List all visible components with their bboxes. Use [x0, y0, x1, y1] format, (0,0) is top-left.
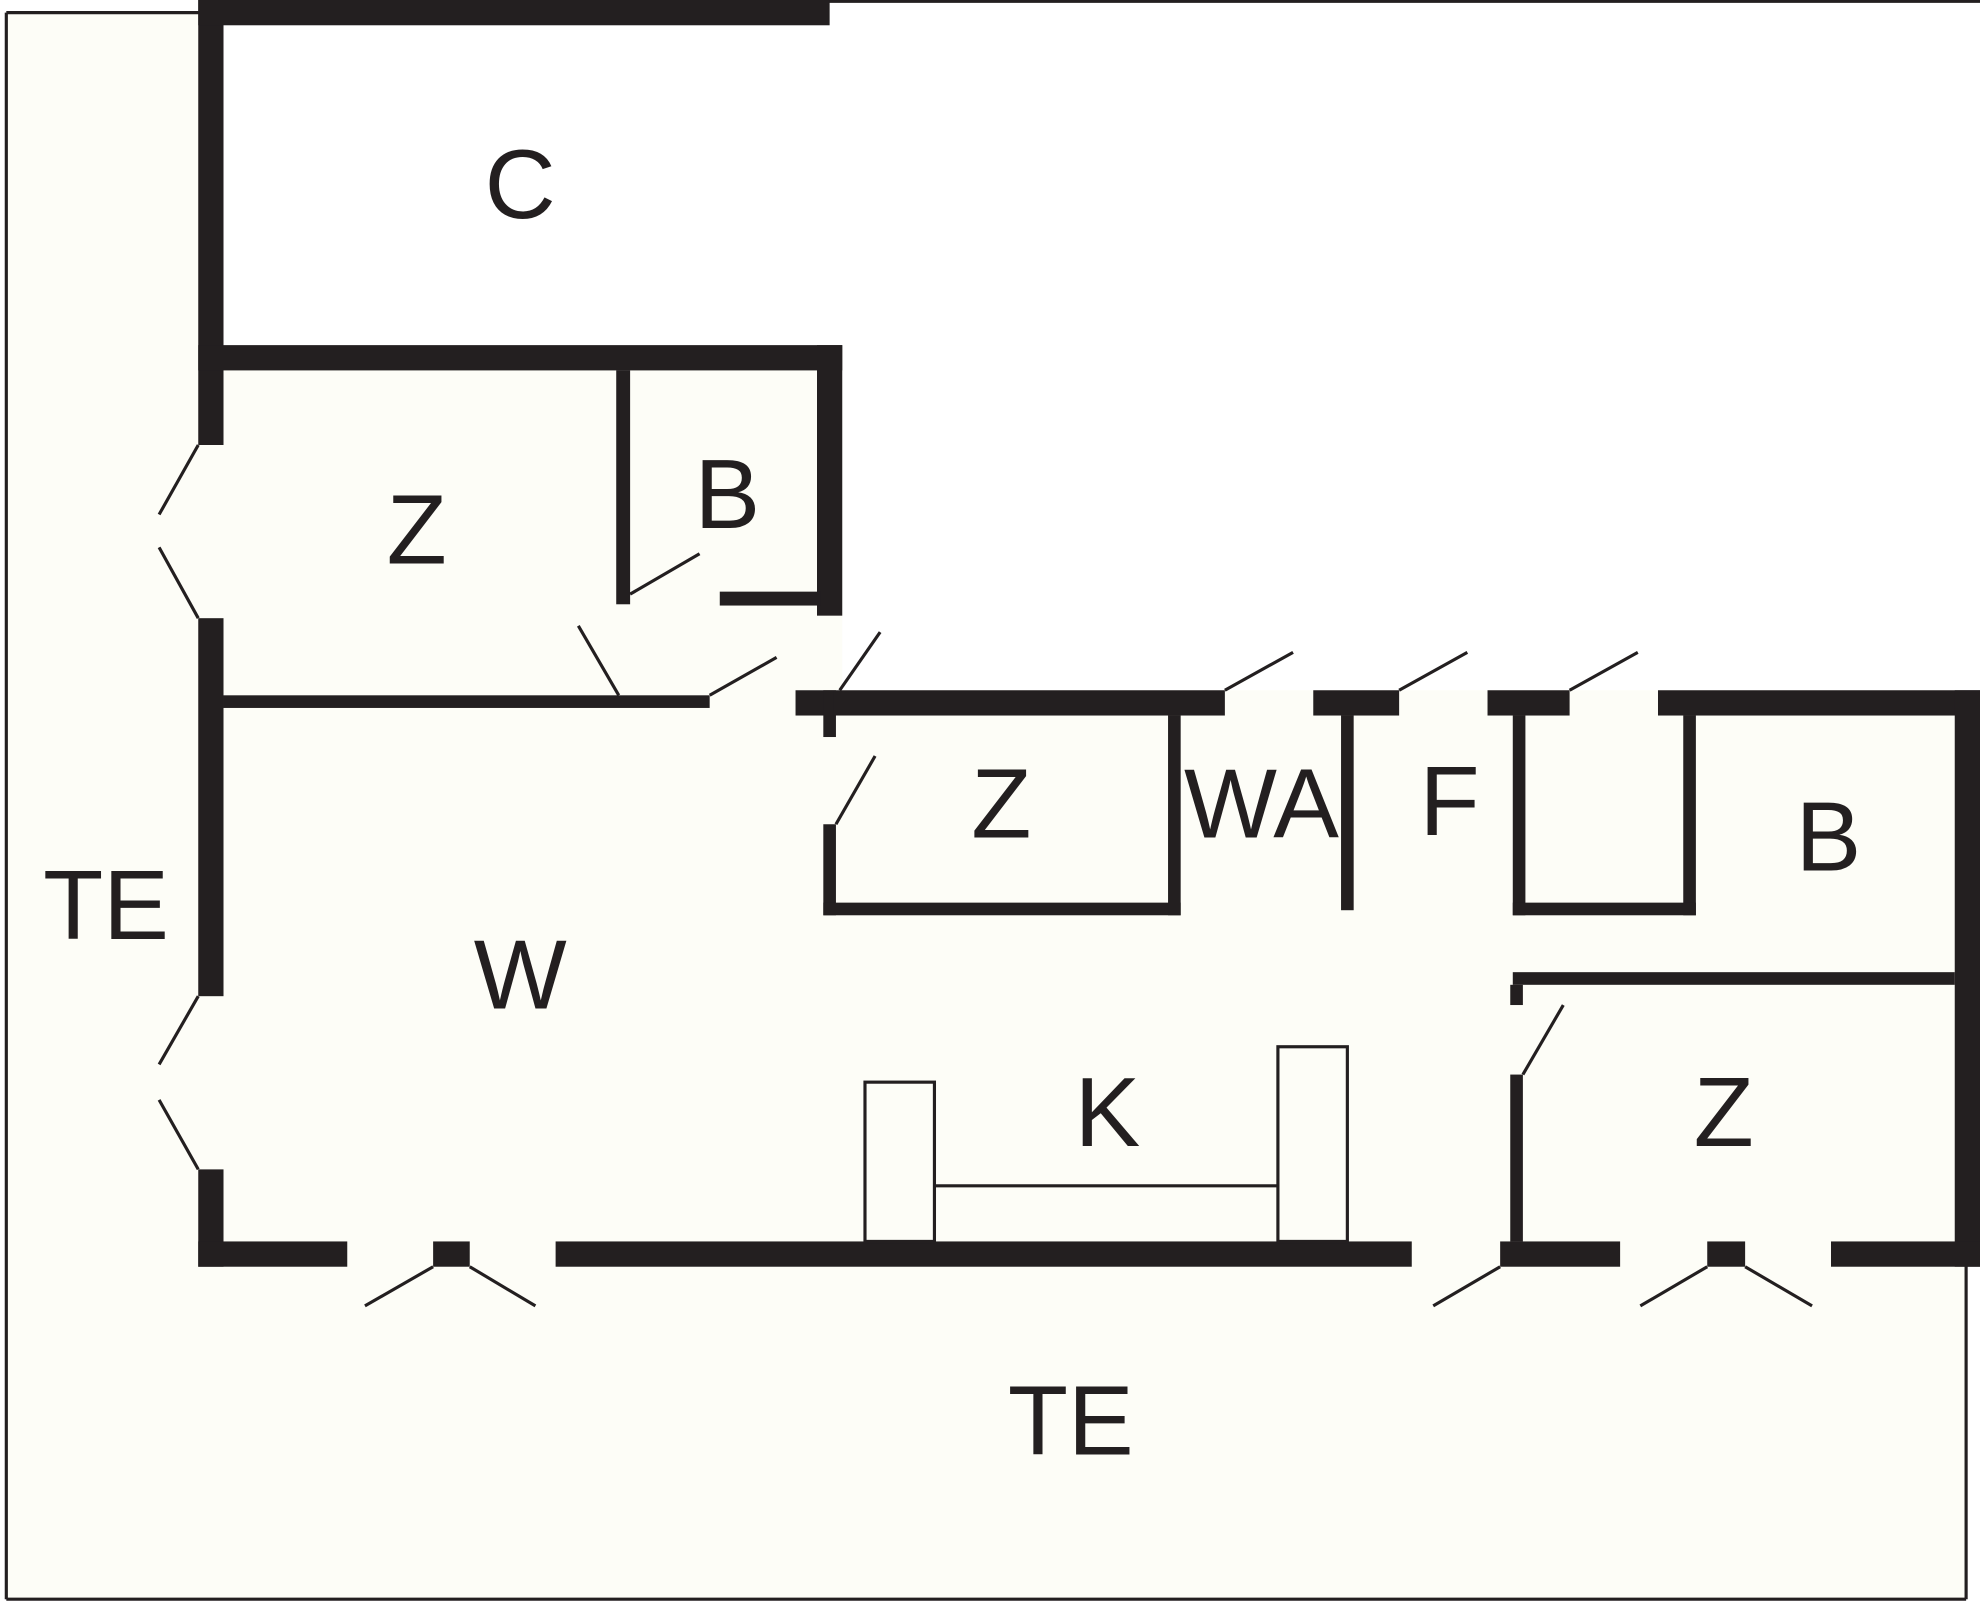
room-label-f: F	[1420, 746, 1480, 856]
room-label-terrace-bottom: TE	[1008, 1366, 1134, 1476]
room-label-bedroom-3: Z	[1694, 1057, 1754, 1167]
walls	[198, 0, 1980, 1267]
kitchen-counter	[863, 1045, 1349, 1244]
room-label-kitchen: K	[1075, 1057, 1141, 1167]
carport-area	[223, 0, 1980, 346]
door-swings	[157, 444, 1813, 1308]
room-label-bathroom-2: B	[1796, 781, 1862, 891]
room-label-utility: WA	[1184, 749, 1339, 859]
room-label-carport: C	[485, 129, 556, 239]
room-label-bedroom-2: Z	[971, 749, 1031, 859]
room-label-bathroom-1: B	[694, 439, 760, 549]
room-label-bedroom-1: Z	[387, 474, 447, 584]
outside-area	[842, 345, 1980, 691]
room-label-terrace-left: TE	[43, 850, 169, 960]
room-label-living: W	[474, 919, 567, 1029]
